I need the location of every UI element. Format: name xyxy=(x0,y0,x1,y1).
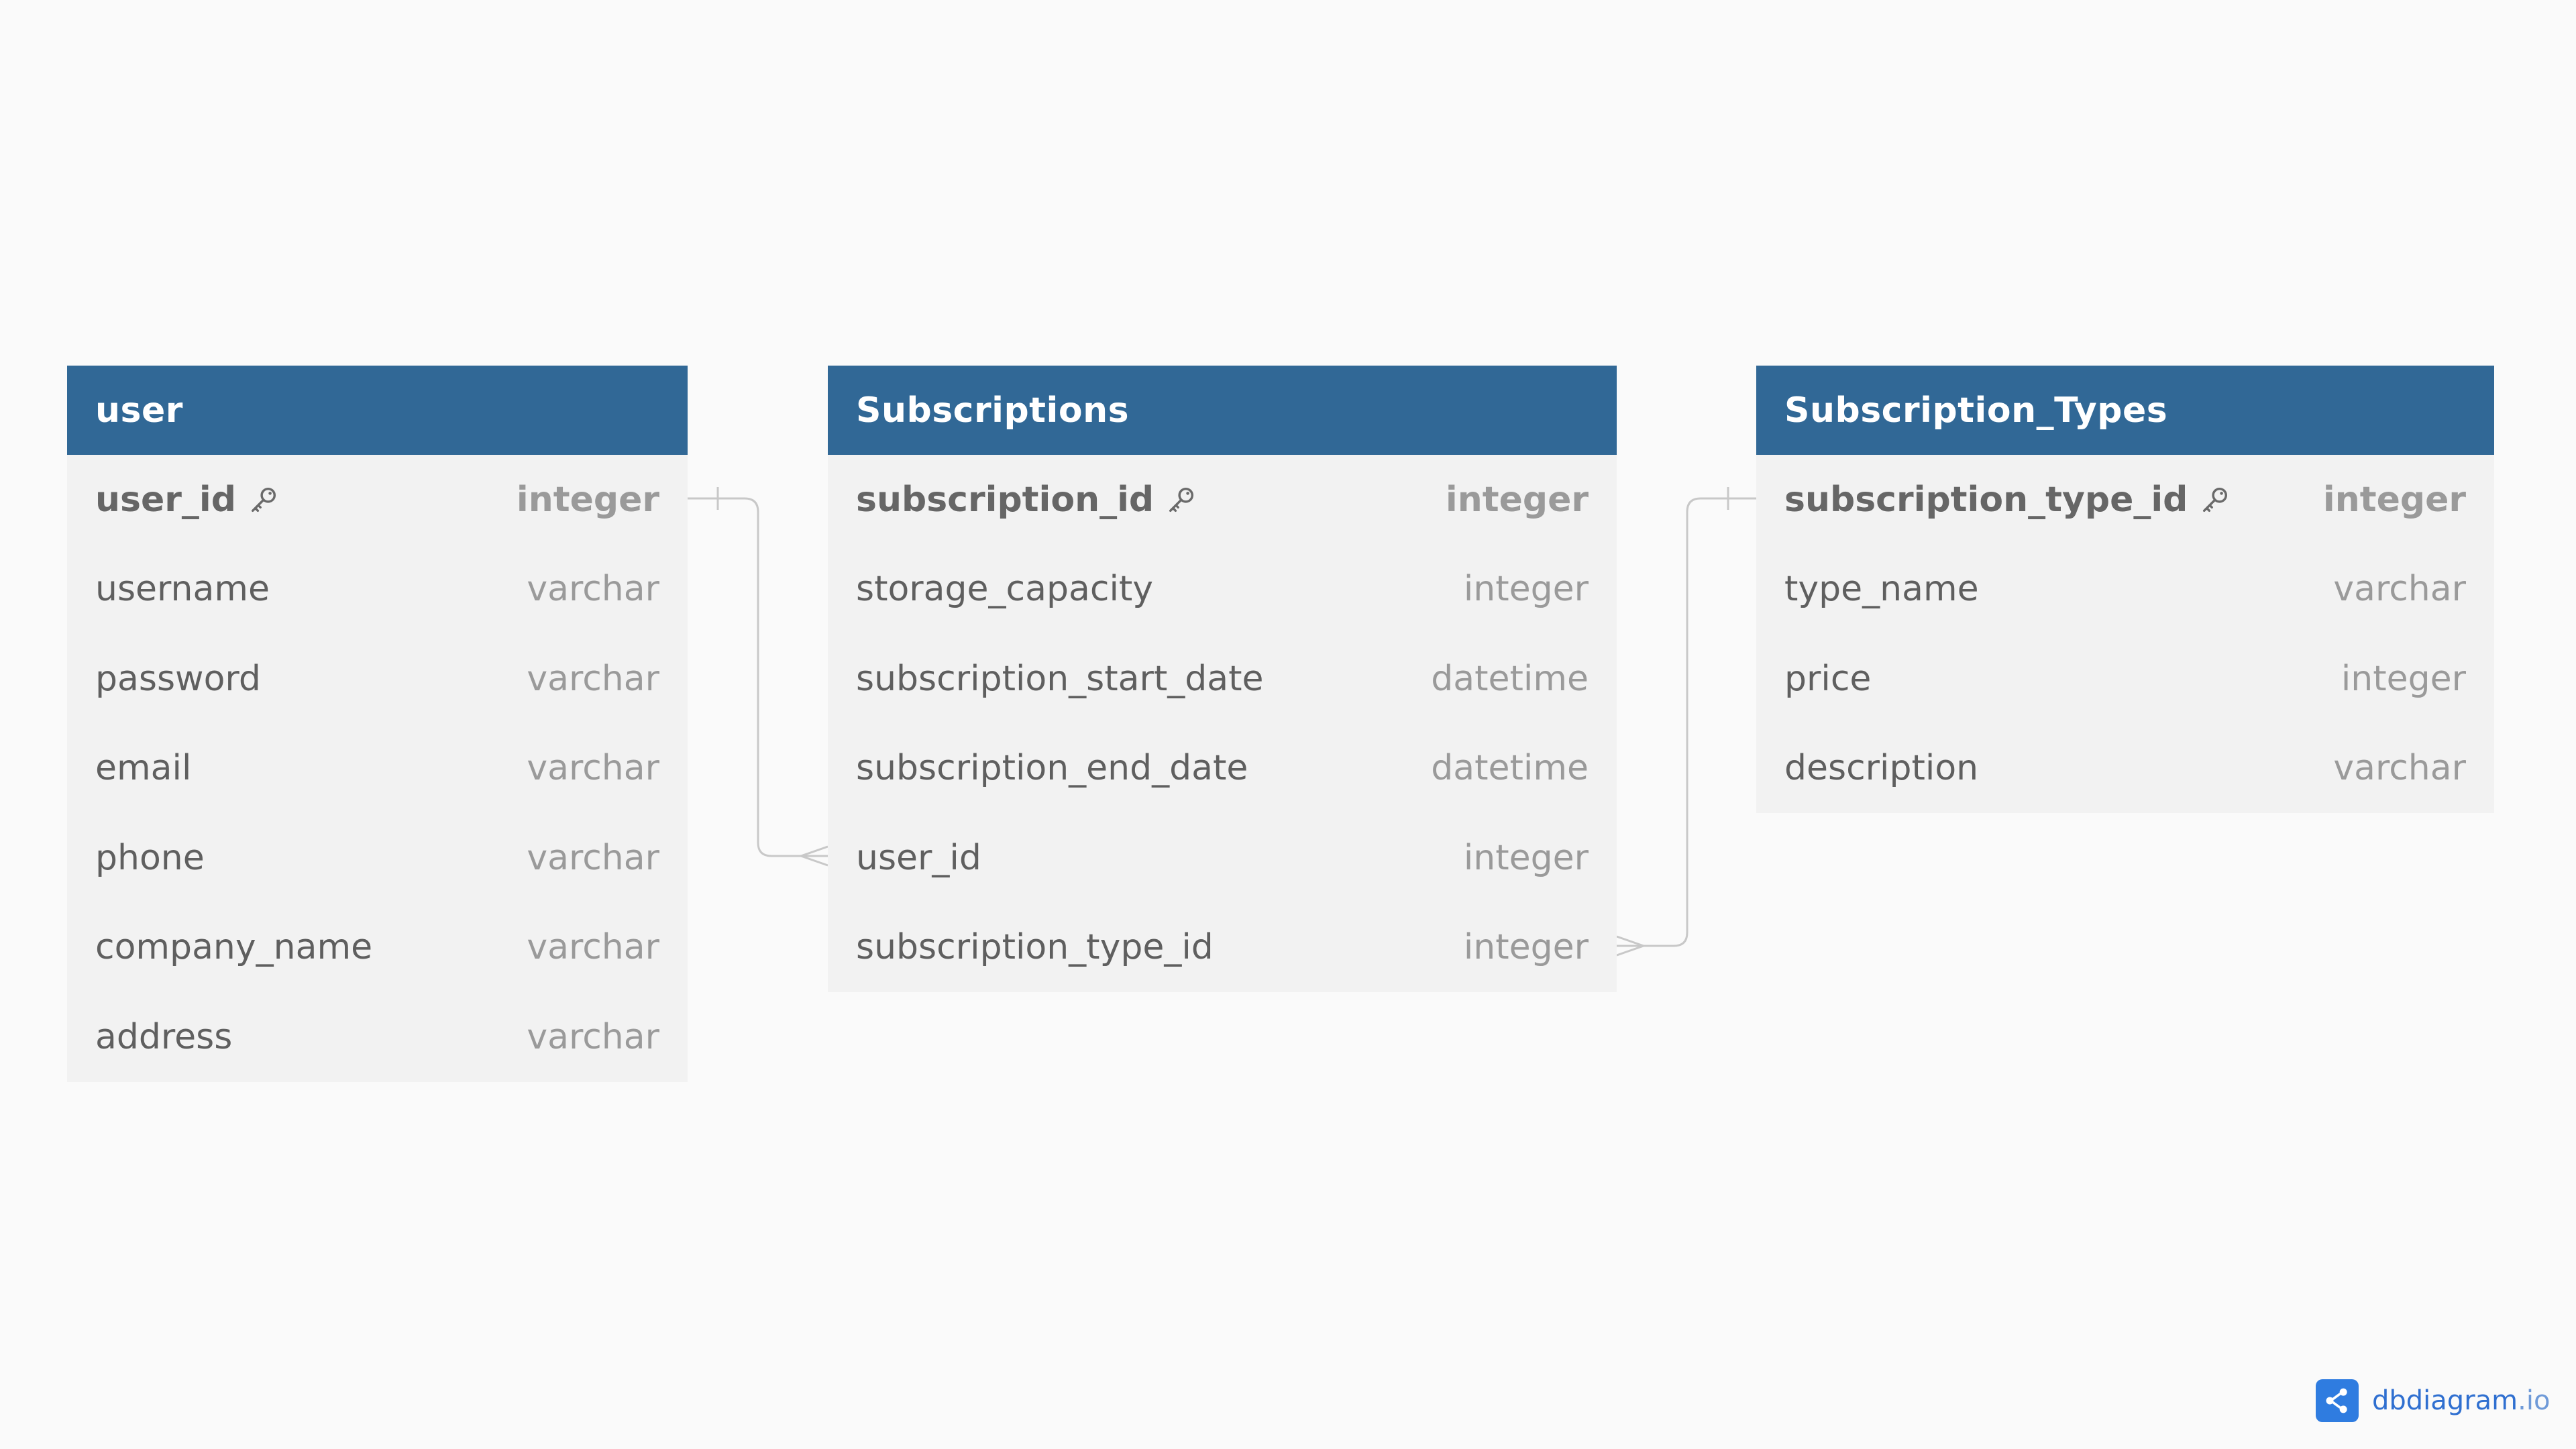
field-type: integer xyxy=(1463,927,1589,968)
field-name: user_id xyxy=(856,837,981,878)
field-type: varchar xyxy=(527,927,659,968)
field-type: datetime xyxy=(1431,658,1589,699)
field-type: varchar xyxy=(527,569,659,610)
field-row-type-name[interactable]: type_name varchar xyxy=(1756,545,2494,635)
brand-name: dbdiagram.io xyxy=(2372,1385,2550,1416)
field-name: storage_capacity xyxy=(856,569,1154,610)
field-name: email xyxy=(95,748,192,789)
field-type: varchar xyxy=(527,837,659,878)
table-header[interactable]: user xyxy=(67,366,688,455)
table-header[interactable]: Subscription_Types xyxy=(1756,366,2494,455)
field-row-subscription-type-id[interactable]: subscription_type_id integer xyxy=(1756,455,2494,545)
field-row-user-id[interactable]: user_id integer xyxy=(828,813,1617,903)
field-row-subscription-start-date[interactable]: subscription_start_date datetime xyxy=(828,634,1617,724)
table-header[interactable]: Subscriptions xyxy=(828,366,1617,455)
field-name: address xyxy=(95,1016,233,1057)
field-type: integer xyxy=(516,479,659,520)
field-type: varchar xyxy=(2333,569,2466,610)
many-marker-subscriptions-type-id xyxy=(1616,935,1647,957)
field-name: phone xyxy=(95,837,205,878)
field-row-phone[interactable]: phone varchar xyxy=(67,813,688,903)
field-type: varchar xyxy=(527,658,659,699)
relationship-user-subscriptions[interactable] xyxy=(688,497,828,857)
field-name: subscription_type_id xyxy=(856,927,1214,968)
field-name: subscription_start_date xyxy=(856,658,1264,699)
field-row-username[interactable]: username varchar xyxy=(67,545,688,635)
field-name: user_id xyxy=(95,479,236,520)
key-icon xyxy=(1169,487,1194,512)
field-row-price[interactable]: price integer xyxy=(1756,634,2494,724)
field-type: varchar xyxy=(2333,748,2466,789)
share-node-icon xyxy=(2316,1379,2359,1422)
field-name: company_name xyxy=(95,927,373,968)
table-user[interactable]: user user_id integer username varchar pa… xyxy=(67,366,688,1082)
field-type: integer xyxy=(1463,837,1589,878)
table-title: user xyxy=(95,390,183,431)
key-icon xyxy=(251,487,276,512)
table-subscriptions[interactable]: Subscriptions subscription_id integer st… xyxy=(828,366,1617,992)
brand-main: dbdiagram xyxy=(2372,1385,2518,1416)
field-row-subscription-id[interactable]: subscription_id integer xyxy=(828,455,1617,545)
field-row-description[interactable]: description varchar xyxy=(1756,724,2494,814)
field-row-storage-capacity[interactable]: storage_capacity integer xyxy=(828,545,1617,635)
field-row-password[interactable]: password varchar xyxy=(67,634,688,724)
table-subscription-types[interactable]: Subscription_Types subscription_type_id … xyxy=(1756,366,2494,813)
brand-tld: .io xyxy=(2518,1385,2551,1416)
brand-watermark[interactable]: dbdiagram.io xyxy=(2316,1379,2550,1423)
field-name: password xyxy=(95,658,261,699)
field-name: description xyxy=(1784,748,1979,789)
many-marker-subscriptions-user-id xyxy=(798,845,828,867)
field-row-address[interactable]: address varchar xyxy=(67,992,688,1082)
field-row-subscription-end-date[interactable]: subscription_end_date datetime xyxy=(828,724,1617,814)
field-type: varchar xyxy=(527,1016,659,1057)
field-name: subscription_end_date xyxy=(856,748,1248,789)
field-type: integer xyxy=(1445,479,1589,520)
field-type: integer xyxy=(1463,569,1589,610)
field-type: datetime xyxy=(1431,748,1589,789)
table-title: Subscriptions xyxy=(856,390,1130,431)
table-title: Subscription_Types xyxy=(1784,390,2168,431)
field-name: subscription_type_id xyxy=(1784,479,2188,520)
field-name: subscription_id xyxy=(856,479,1155,520)
field-type: integer xyxy=(2322,479,2466,520)
key-icon xyxy=(2203,487,2228,512)
field-name: price xyxy=(1784,658,1872,699)
field-type: integer xyxy=(2341,658,2466,699)
field-row-email[interactable]: email varchar xyxy=(67,724,688,814)
field-name: username xyxy=(95,569,270,610)
field-name: type_name xyxy=(1784,569,1979,610)
relationship-types-subscriptions[interactable] xyxy=(1617,497,1756,947)
field-row-user-id[interactable]: user_id integer xyxy=(67,455,688,545)
field-row-company-name[interactable]: company_name varchar xyxy=(67,903,688,993)
field-type: varchar xyxy=(527,748,659,789)
field-row-subscription-type-id[interactable]: subscription_type_id integer xyxy=(828,903,1617,993)
